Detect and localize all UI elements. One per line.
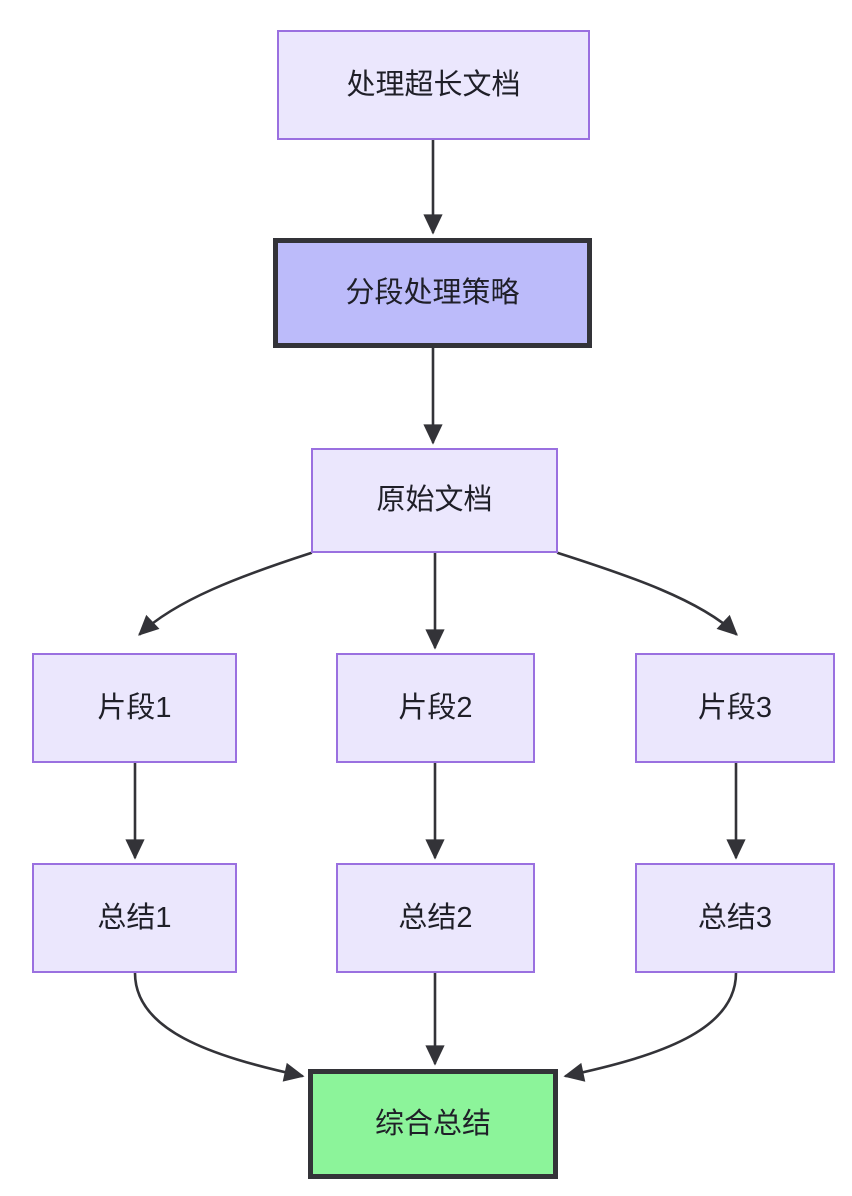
node-fragment-1[interactable]: 片段1 (32, 653, 237, 763)
node-summary-2[interactable]: 总结2 (336, 863, 535, 973)
node-fragment-3[interactable]: 片段3 (635, 653, 835, 763)
node-label: 综合总结 (374, 1107, 491, 1140)
node-label: 处理超长文档 (346, 68, 521, 101)
node-label: 片段3 (697, 691, 773, 724)
node-fragment-2[interactable]: 片段2 (336, 653, 535, 763)
node-process-long-document[interactable]: 处理超长文档 (277, 30, 590, 140)
node-label: 总结1 (97, 901, 172, 934)
node-label: 总结3 (697, 901, 773, 934)
node-chunking-strategy[interactable]: 分段处理策略 (273, 238, 592, 348)
node-summary-3[interactable]: 总结3 (635, 863, 835, 973)
edge-n9-to-n10 (563, 971, 738, 1082)
edge-n7-to-n10 (133, 971, 305, 1082)
node-label: 原始文档 (376, 484, 493, 517)
node-source-document[interactable]: 原始文档 (311, 448, 558, 553)
edge-n3-to-n6 (556, 551, 738, 636)
node-label: 片段2 (398, 691, 473, 724)
node-summary-1[interactable]: 总结1 (32, 863, 237, 973)
edge-n3-to-n4 (138, 551, 313, 636)
node-label: 分段处理策略 (345, 276, 520, 309)
node-combined-summary[interactable]: 综合总结 (308, 1069, 558, 1179)
node-label: 总结2 (398, 901, 473, 934)
node-label: 片段1 (97, 691, 172, 724)
